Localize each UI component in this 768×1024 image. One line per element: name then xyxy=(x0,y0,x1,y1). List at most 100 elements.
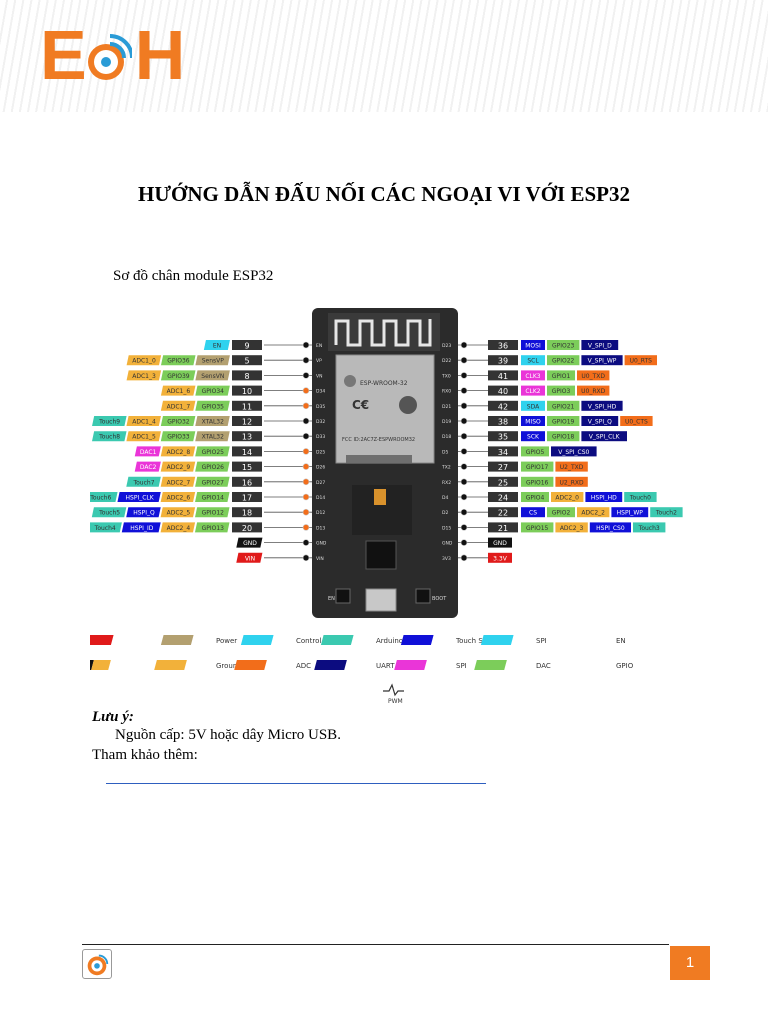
pin-function-label: GPIO27 xyxy=(202,479,225,486)
esp32-pinout-diagram: ESP-WROOM-32 C€ FCC ID:2AC7Z-ESPWROOM32 … xyxy=(90,308,683,705)
pin-number: 40 xyxy=(498,387,508,396)
pin-function-label: HSPI_CS0 xyxy=(596,525,625,532)
pin-function-label: VIN xyxy=(245,555,255,562)
pin-function-label: GPIO34 xyxy=(202,388,225,395)
pin-function-label: V_SPI_CS0 xyxy=(558,449,589,456)
pin-number-box xyxy=(488,446,518,457)
board-pin-label: VP xyxy=(316,358,322,364)
pin-function-tag xyxy=(90,522,122,533)
pin-dot xyxy=(460,432,468,440)
pin-number: 17 xyxy=(242,494,252,503)
pin-function-tag xyxy=(547,355,580,366)
pin-dot xyxy=(460,448,468,455)
pin-function-label: EN xyxy=(213,343,221,350)
pin-function-label: V_SPI_WP xyxy=(588,358,617,365)
pin-function-label: V_SPI_D xyxy=(588,343,612,350)
board-pin-label: RX0 xyxy=(442,389,451,395)
pin-function-label: DAC2 xyxy=(140,464,157,471)
pin-function-tag xyxy=(547,507,575,518)
pin-number-box xyxy=(232,522,262,533)
boot-button-label: BOOT xyxy=(432,596,447,602)
pin-function-tag xyxy=(195,355,230,366)
pin-number-box xyxy=(488,340,518,350)
pin-function-label: GND xyxy=(493,540,507,547)
pin-function-tag xyxy=(547,416,580,426)
pin-function-tag xyxy=(488,552,512,563)
board-pin-label: D34 xyxy=(316,389,325,395)
pin-function-label: SensVP xyxy=(202,358,225,365)
pin-dot xyxy=(460,478,468,486)
pin-function-label: GPIO15 xyxy=(526,525,549,532)
pin-number: 38 xyxy=(498,418,508,427)
pin-function-tag xyxy=(126,370,162,381)
pin-function-tag xyxy=(585,492,623,502)
pin-function-label: ADC1_6 xyxy=(167,388,191,395)
pin-function-label: 3.3V xyxy=(493,555,508,562)
pin-function-tag xyxy=(521,446,549,457)
board-pin-label: D23 xyxy=(442,343,451,349)
pwm-symbol: PWM xyxy=(383,683,404,705)
pin-function-label: GPIO23 xyxy=(552,343,575,350)
legend-item: SPI xyxy=(400,635,547,645)
board-pin-label: D4 xyxy=(442,495,448,501)
pin-function-label: ADC2_5 xyxy=(167,510,191,517)
pin-function-tag xyxy=(92,431,127,442)
pin-function-tag xyxy=(195,370,230,381)
legend-item: Power xyxy=(90,635,237,645)
legend-swatch xyxy=(314,660,347,670)
pin-function-tag xyxy=(624,492,657,502)
pin-function-tag xyxy=(195,385,230,396)
pin-function-tag xyxy=(577,370,610,381)
pin-function-tag xyxy=(555,522,588,533)
pin-function-label: GPIO25 xyxy=(202,449,225,456)
pin-function-tag xyxy=(551,446,597,457)
pin-dot xyxy=(460,387,468,394)
pin-function-label: CLK3 xyxy=(525,373,540,380)
antenna-trace xyxy=(334,319,432,347)
pin-number: 24 xyxy=(498,494,508,503)
pin-function-tag xyxy=(236,537,263,548)
pin-dot xyxy=(302,417,310,425)
pin-number-box xyxy=(232,385,262,396)
pin-number-box xyxy=(488,416,518,426)
board-pin-label: GND xyxy=(442,541,453,547)
legend-label: SPI xyxy=(456,662,467,670)
pin-function-label: HSPI_CLK xyxy=(126,495,155,502)
pin-function-tag xyxy=(121,522,161,533)
pin-dot xyxy=(302,539,310,546)
legend-label: DAC xyxy=(536,662,551,670)
pin-function-label: XTAL32 xyxy=(202,419,224,426)
pin-dot xyxy=(302,524,310,531)
pin-function-label: GPIO14 xyxy=(202,495,225,502)
pin-function-tag xyxy=(134,461,161,472)
pin-function-tag xyxy=(581,431,627,442)
legend-item: ADC xyxy=(154,660,311,670)
pin-function-tag xyxy=(195,446,230,457)
legend-label: EN xyxy=(616,637,626,645)
pin-dot xyxy=(460,539,468,546)
pin-dot xyxy=(302,341,310,349)
pin-function-label: Touch6 xyxy=(90,495,111,502)
pin-function-label: SensVN xyxy=(201,373,224,380)
pin-number-box xyxy=(488,476,518,487)
pin-function-label: ADC2_9 xyxy=(167,464,191,471)
legend-item: Control xyxy=(160,635,321,645)
pin-function-tag xyxy=(620,416,653,426)
legend-label: Control xyxy=(296,637,321,645)
pin-number: 21 xyxy=(498,524,508,533)
pin-function-label: XTAL32 xyxy=(202,434,224,441)
pin-number: 5 xyxy=(244,357,249,366)
pin-number: 34 xyxy=(498,448,508,457)
chip-label: ESP-WROOM-32 xyxy=(360,380,408,387)
legend-swatch xyxy=(160,635,194,645)
pin-number-box xyxy=(232,400,262,411)
reference-link[interactable] xyxy=(106,783,486,784)
pin-number: 39 xyxy=(498,357,508,366)
